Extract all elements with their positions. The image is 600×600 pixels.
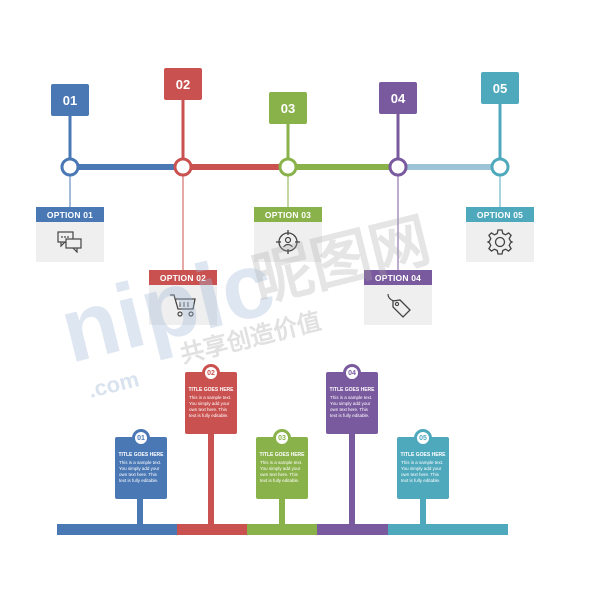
node-03	[278, 157, 298, 177]
tag-03: 03	[269, 92, 307, 124]
tag-05: 05	[481, 72, 519, 104]
post-02	[208, 432, 214, 525]
tag-02: 02	[164, 68, 202, 100]
option-label: OPTION 03	[254, 207, 322, 222]
card-number-01: 01	[132, 429, 150, 447]
option-label: OPTION 01	[36, 207, 104, 222]
info-card-04: TITLE GOES HERE This is a sample text. Y…	[326, 372, 378, 434]
card-title: TITLE GOES HERE	[118, 452, 164, 458]
card-text: This is a sample text. You simply add yo…	[330, 395, 373, 418]
card-text: This is a sample text. You simply add yo…	[189, 395, 232, 418]
card-text: This is a sample text. You simply add yo…	[119, 460, 162, 483]
info-card-05: TITLE GOES HERE This is a sample text. Y…	[397, 437, 449, 499]
target-user-icon	[276, 230, 300, 254]
card-number-05: 05	[414, 429, 432, 447]
card-title: TITLE GOES HERE	[329, 387, 375, 393]
post-01	[137, 495, 143, 525]
option-label: OPTION 02	[149, 270, 217, 285]
option-card-05: OPTION 05	[466, 207, 534, 262]
node-04	[388, 157, 408, 177]
base-segment-2	[177, 524, 247, 535]
info-card-01: TITLE GOES HERE This is a sample text. Y…	[115, 437, 167, 499]
post-03	[279, 495, 285, 525]
card-number-03: 03	[273, 429, 291, 447]
option-card-04: OPTION 04	[364, 270, 432, 325]
chat-icon	[57, 231, 82, 253]
node-05	[490, 157, 510, 177]
base-segment-1	[57, 524, 177, 535]
card-title: TITLE GOES HERE	[188, 387, 234, 393]
option-label: OPTION 05	[466, 207, 534, 222]
base-segment-4	[317, 524, 388, 535]
node-02	[173, 157, 193, 177]
gear-icon	[486, 229, 514, 255]
card-text: This is a sample text. You simply add yo…	[401, 460, 444, 483]
price-tag-icon	[387, 293, 411, 318]
post-05	[420, 495, 426, 525]
cart-icon	[170, 294, 196, 317]
card-number-04: 04	[343, 364, 361, 382]
card-text: This is a sample text. You simply add yo…	[260, 460, 303, 483]
option-card-01: OPTION 01	[36, 207, 104, 262]
option-card-03: OPTION 03	[254, 207, 322, 262]
tag-04: 04	[379, 82, 417, 114]
info-card-02: TITLE GOES HERE This is a sample text. Y…	[185, 372, 237, 434]
node-01	[60, 157, 80, 177]
info-card-03: TITLE GOES HERE This is a sample text. Y…	[256, 437, 308, 499]
option-label: OPTION 04	[364, 270, 432, 285]
base-segment-3	[247, 524, 317, 535]
card-title: TITLE GOES HERE	[400, 452, 446, 458]
tag-01: 01	[51, 84, 89, 116]
post-04	[349, 432, 355, 525]
card-number-02: 02	[202, 364, 220, 382]
card-title: TITLE GOES HERE	[259, 452, 305, 458]
option-card-02: OPTION 02	[149, 270, 217, 325]
base-segment-5	[388, 524, 508, 535]
